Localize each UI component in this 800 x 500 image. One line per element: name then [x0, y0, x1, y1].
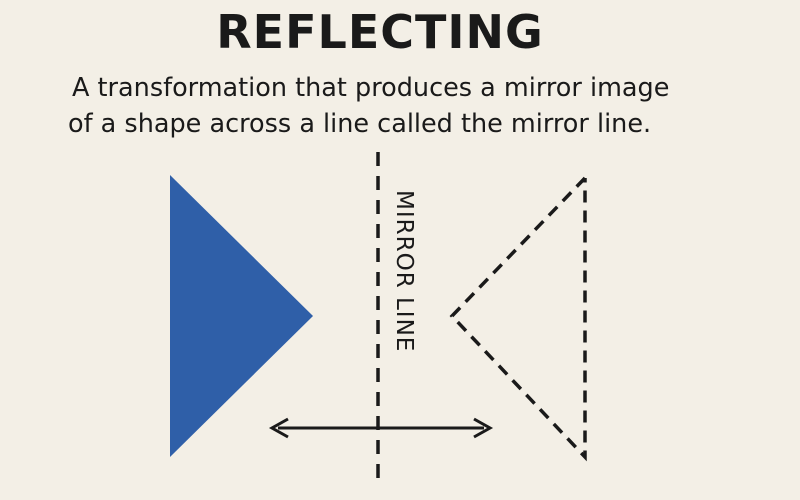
double-arrow: [268, 417, 494, 439]
reflected-triangle: [449, 176, 587, 462]
definition-line-2: of a shape across a line called the mirr…: [68, 109, 652, 139]
definition-line-1: A transformation that produces a mirror …: [72, 73, 670, 103]
mirror-line-label: MIRROR LINE: [391, 190, 417, 352]
arrowhead-right: [473, 417, 494, 439]
page-title: REFLECTING: [216, 5, 544, 59]
original-triangle: [170, 175, 313, 457]
definition-text: A transformation that produces a mirror …: [68, 70, 728, 142]
arrowhead-left: [268, 417, 289, 439]
